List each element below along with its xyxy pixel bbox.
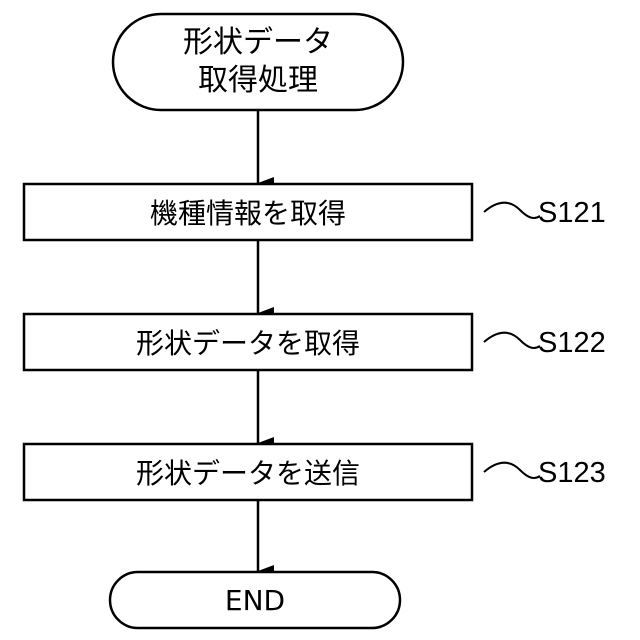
start-terminal-label: 形状データ 取得処理 bbox=[113, 14, 403, 110]
step-id-s122: S122 bbox=[538, 323, 638, 363]
start-label-line2: 取得処理 bbox=[198, 62, 318, 100]
process-label-s123: 形状データを送信 bbox=[24, 444, 472, 500]
process-label-s121: 機種情報を取得 bbox=[24, 184, 472, 240]
step-id-s123: S123 bbox=[538, 453, 638, 493]
start-label-line1: 形状データ bbox=[183, 24, 333, 62]
end-terminal-label: END bbox=[110, 572, 400, 628]
leader-line-s123 bbox=[484, 463, 540, 478]
step-id-s121: S121 bbox=[538, 193, 638, 233]
leader-line-s122 bbox=[484, 333, 540, 348]
process-label-s122: 形状データを取得 bbox=[24, 314, 472, 370]
leader-line-s121 bbox=[484, 203, 540, 218]
